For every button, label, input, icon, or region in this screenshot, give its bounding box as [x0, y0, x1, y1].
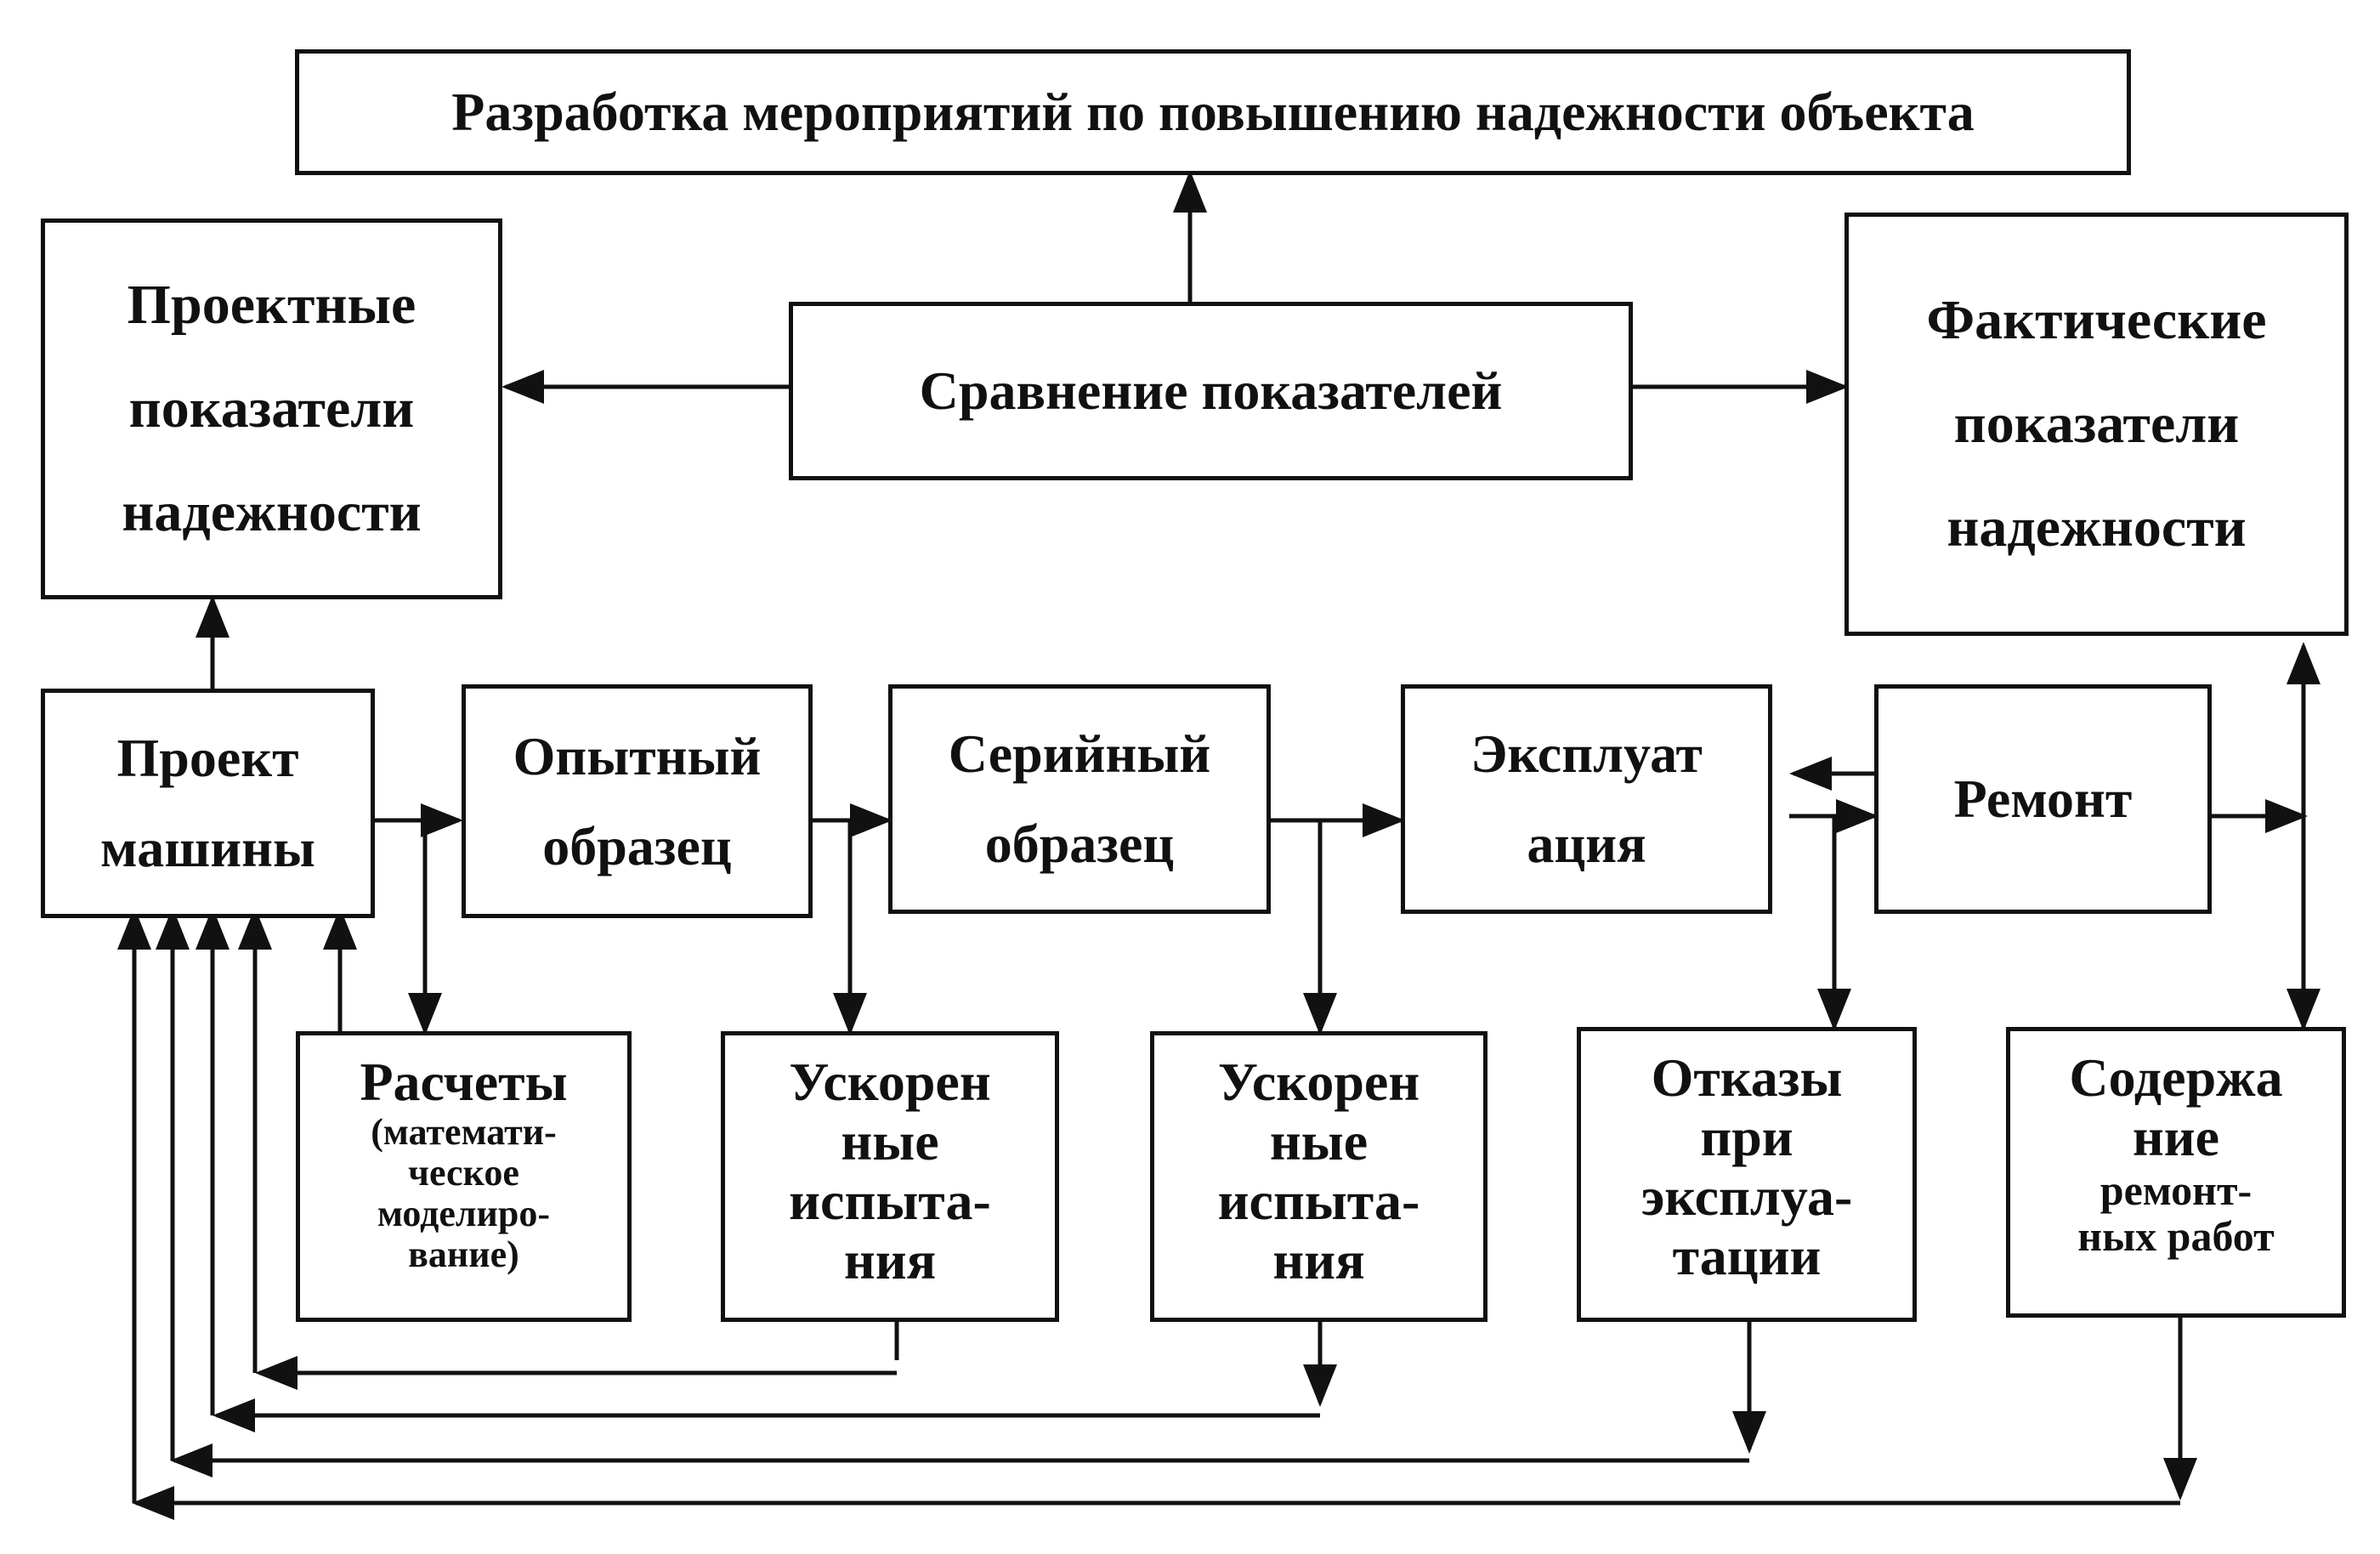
box-calculations: Расчеты (математи- ческое моделиро- вани… — [296, 1031, 632, 1322]
label-accel2-4: ния — [1272, 1230, 1365, 1290]
label-operation-2: ация — [1527, 814, 1646, 874]
label-failures-3: эксплуа- — [1640, 1166, 1853, 1227]
label-design-1: Проектные — [127, 274, 416, 336]
label-accel2-2: ные — [1269, 1111, 1368, 1171]
box-prototype: Опытный образец — [462, 684, 813, 918]
box-project: Проект машины — [41, 689, 375, 918]
label-accel1-1: Ускорен — [789, 1052, 991, 1112]
label-improvement-measures: Разработка мероприятий по повышению наде… — [451, 82, 1975, 142]
box-operation-failures: Отказы при эксплуа- тации — [1577, 1027, 1917, 1322]
label-maint-1: Содержа — [2069, 1047, 2283, 1108]
label-prototype-1: Опытный — [513, 725, 762, 786]
label-design-2: показатели — [128, 377, 415, 440]
label-serial-1: Серийный — [948, 723, 1211, 784]
label-accel2-1: Ускорен — [1217, 1052, 1420, 1112]
label-compare: Сравнение показателей — [919, 360, 1503, 421]
label-maint-3: ремонт- — [2100, 1166, 2252, 1214]
box-serial: Серийный образец — [888, 684, 1271, 914]
label-serial-2: образец — [984, 814, 1175, 874]
box-operation: Эксплуат ация — [1401, 684, 1772, 914]
label-calc-4: вание) — [408, 1234, 519, 1275]
box-accelerated-tests-2: Ускорен ные испыта- ния — [1150, 1031, 1488, 1322]
box-repair: Ремонт — [1874, 684, 2212, 914]
label-actual-3: надежности — [1946, 496, 2247, 559]
box-repair-maintenance: Содержа ние ремонт- ных работ — [2006, 1027, 2346, 1318]
label-failures-1: Отказы — [1651, 1047, 1843, 1108]
label-actual-2: показатели — [1953, 393, 2240, 455]
label-accel1-4: ния — [843, 1230, 937, 1290]
label-failures-4: тации — [1672, 1226, 1822, 1286]
label-accel1-2: ные — [841, 1111, 939, 1171]
box-compare-indicators: Сравнение показателей — [789, 302, 1633, 480]
label-project-1: Проект — [116, 728, 299, 788]
label-calc-3: моделиро- — [377, 1193, 551, 1234]
box-accelerated-tests-1: Ускорен ные испыта- ния — [721, 1031, 1059, 1322]
box-design-indicators: Проектные показатели надежности — [41, 218, 502, 599]
label-calc-1: (математи- — [371, 1111, 557, 1153]
label-failures-2: при — [1700, 1107, 1794, 1167]
box-actual-indicators: Фактические показатели надежности — [1844, 213, 2349, 636]
label-operation-1: Эксплуат — [1470, 723, 1703, 784]
label-maint-4: ных работ — [2077, 1212, 2275, 1260]
label-accel1-3: испыта- — [789, 1171, 991, 1231]
label-calc-title: Расчеты — [360, 1052, 568, 1112]
label-actual-1: Фактические — [1926, 289, 2267, 351]
label-design-3: надежности — [122, 481, 422, 543]
label-maint-2: ние — [2132, 1107, 2220, 1167]
label-repair: Ремонт — [1953, 768, 2133, 829]
label-prototype-2: образец — [542, 815, 732, 876]
label-accel2-3: испыта- — [1217, 1171, 1420, 1231]
label-calc-2: ческое — [408, 1152, 519, 1194]
label-project-2: машины — [100, 818, 315, 878]
box-improvement-measures: Разработка мероприятий по повышению наде… — [295, 49, 2131, 175]
